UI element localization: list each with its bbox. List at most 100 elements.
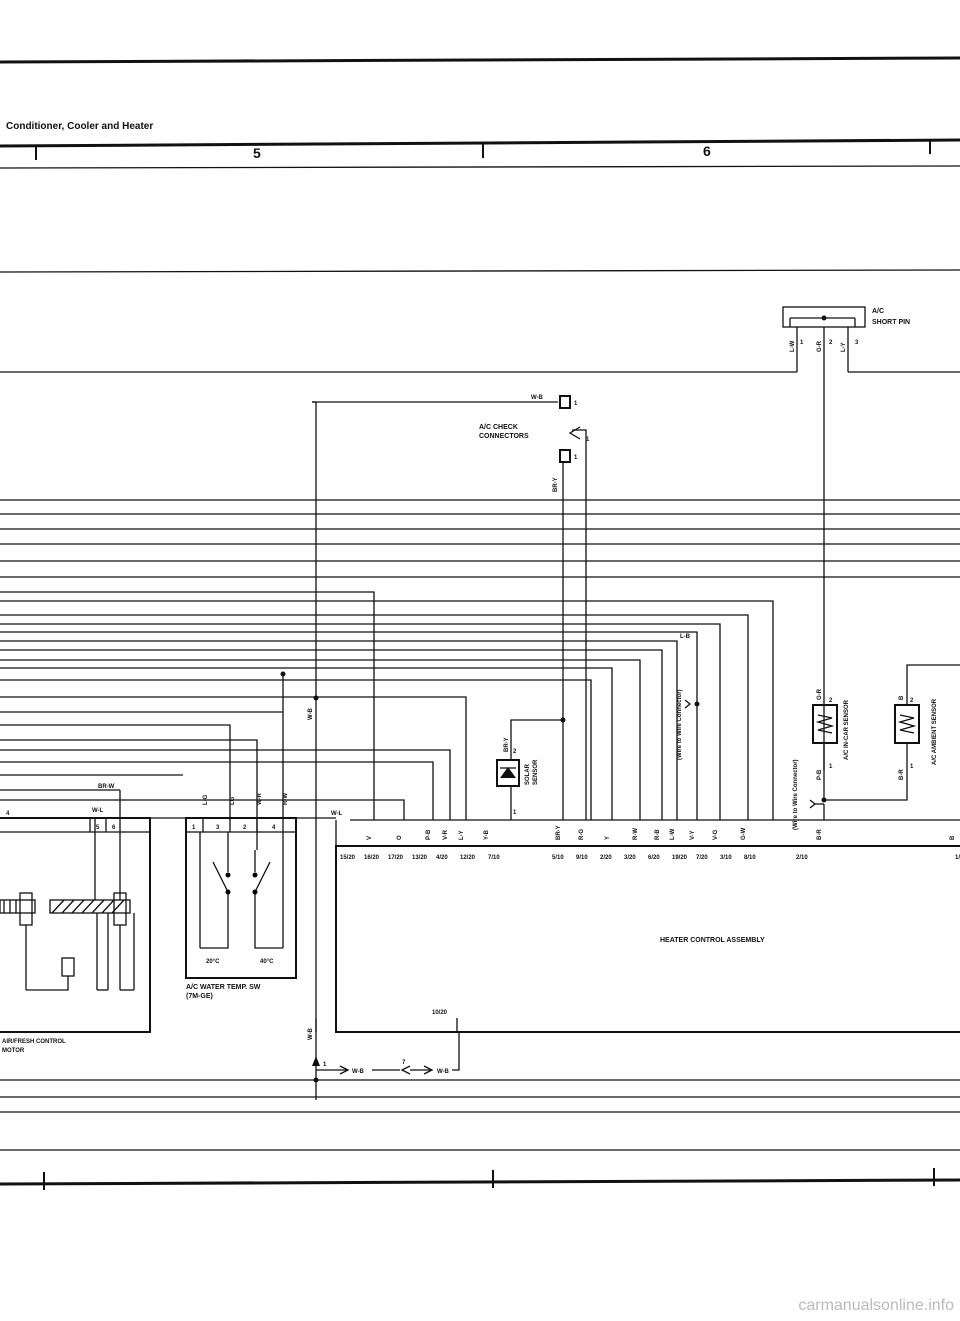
svg-text:L-G: L-G [203,794,209,805]
ac-short-pin: A/C SHORT PIN L-W G-R L-Y 1 2 3 [782,306,910,770]
svg-text:W-B: W-B [352,1069,365,1075]
ac-in-car-sensor: 2 1 G-R P-B A/C IN-CAR SENSOR (Wire to W… [793,688,850,830]
svg-text:3: 3 [855,340,859,346]
hca-wire-label: BR-Y [556,825,562,840]
watermark: carmanualsonline.info [798,1297,954,1314]
svg-text:1: 1 [910,764,914,770]
svg-text:SOLAR: SOLAR [525,763,531,785]
hca-wire-label: V-Y [690,830,696,840]
svg-text:BR-Y: BR-Y [504,737,510,752]
hca-pin-number: 4/20 [436,855,448,861]
svg-text:W-R: W-R [257,792,263,805]
svg-text:A/C AMBIENT SENSOR: A/C AMBIENT SENSOR [932,698,938,765]
svg-text:L-B: L-B [680,634,691,640]
svg-text:5: 5 [96,825,100,831]
svg-text:LG: LG [230,796,236,805]
hca-wire-label: O [397,835,403,840]
hca-wire-label: P-B [426,829,432,840]
svg-text:W-B: W-B [308,1027,314,1040]
svg-text:10/20: 10/20 [432,1010,448,1016]
svg-text:W-L: W-L [331,811,343,817]
hca-wire-label: B [950,835,956,840]
svg-text:1: 1 [586,437,590,443]
svg-text:6: 6 [112,825,116,831]
svg-text:4: 4 [272,825,276,831]
svg-text:3: 3 [216,825,220,831]
svg-text:1: 1 [574,401,578,407]
svg-text:(Wire to Wire Connector): (Wire to Wire Connector) [793,759,799,830]
hca-pin-number: 12/20 [460,855,476,861]
svg-text:A/C IN-CAR SENSOR: A/C IN-CAR SENSOR [844,699,850,760]
svg-text:1: 1 [513,810,517,816]
svg-text:P-B: P-B [817,769,823,780]
hca-wire-label: G-W [741,827,747,840]
svg-text:1: 1 [574,455,578,461]
hca-wire-label: R-W [633,828,639,840]
hca-wire-label: B-R [817,829,823,840]
svg-text:2: 2 [513,749,517,755]
svg-text:BR-W: BR-W [98,784,115,790]
svg-text:2: 2 [829,698,833,704]
svg-text:B: B [899,695,905,700]
hca-pin-number: 8/10 [744,855,756,861]
hca-wire-label: R-G [579,829,585,840]
svg-text:A/C WATER TEMP. SW: A/C WATER TEMP. SW [186,984,261,991]
hca-pin-number: 3/20 [624,855,636,861]
svg-text:CONNECTORS: CONNECTORS [479,433,529,440]
svg-text:W-B: W-B [308,707,314,720]
solar-sensor: 2 1 BR-Y SOLAR SENSOR [496,717,566,820]
hca-wire-label: Y-B [484,829,490,840]
svg-text:W-B: W-B [531,395,544,401]
svg-text:20°C: 20°C [206,959,220,965]
column-6-label: 6 [703,143,711,159]
hca-wire-label: L-Y [459,830,465,840]
ground-circuit: W-B W-B 1 W-B 7 W-B [308,401,460,1100]
air-fresh-control-motor: 4 5 6 BR-W W-L AIR/FRESH CONTROL MOTOR [0,784,151,1054]
ac-check-connectors: 1 W-B 1 A/C CHECK CONNECTORS 1 BR-Y [312,395,590,820]
svg-text:1: 1 [192,825,196,831]
hca-pin-number: 17/20 [388,855,404,861]
hca-pin-number: 13/20 [412,855,428,861]
hca-pin-number: 2/10 [796,855,808,861]
hca-pin-number: 7/10 [488,855,500,861]
hca-wire-label: R-B [655,829,661,840]
svg-text:4: 4 [6,811,10,817]
svg-text:1: 1 [323,1062,327,1068]
svg-text:L-W: L-W [790,340,796,352]
svg-text:40°C: 40°C [260,959,274,965]
svg-text:1: 1 [800,340,804,346]
hca-pin-number: 9/10 [576,855,588,861]
svg-text:(7M-GE): (7M-GE) [186,993,213,1000]
hca-pin-number: 2/20 [600,855,612,861]
svg-text:L-Y: L-Y [841,342,847,352]
hca-pin-number: 15/20 [340,855,356,861]
svg-text:W-B: W-B [437,1069,450,1075]
hca-pin-number: 7/20 [696,855,708,861]
column-5-label: 5 [253,145,261,161]
svg-text:MOTOR: MOTOR [2,1048,25,1054]
heater-control-assembly: W-L HEATER CONTROL ASSEMBLY 10/20 V O P-B V… [150,811,960,1033]
wire-to-wire-connector: L-B (Wire to Wire Connector) [677,634,700,820]
hca-wire-label: V [367,836,373,840]
hca-pin-number: 3/10 [720,855,732,861]
svg-text:A/C CHECK: A/C CHECK [479,424,518,431]
svg-text:2: 2 [829,340,833,346]
svg-text:SHORT PIN: SHORT PIN [872,319,910,326]
svg-text:1: 1 [829,764,833,770]
svg-text:7: 7 [402,1060,406,1066]
hca-wire-label: L-W [670,828,676,840]
hca-wire-label: V-R [443,829,449,840]
svg-text:(Wire to Wire Connector): (Wire to Wire Connector) [677,689,683,760]
ac-ambient-sensor: 2 1 B B-R A/C AMBIENT SENSOR [821,664,960,803]
hca-wire-label: V-G [713,829,719,840]
svg-text:G-R: G-R [817,688,823,700]
svg-text:AIR/FRESH CONTROL: AIR/FRESH CONTROL [2,1039,66,1045]
svg-text:SENSOR: SENSOR [533,759,539,785]
svg-text:W-L: W-L [92,808,104,814]
svg-text:HEATER CONTROL ASSEMBLY: HEATER CONTROL ASSEMBLY [660,937,765,944]
hca-pin-number: 5/10 [552,855,564,861]
hca-wire-label: Y [605,836,611,840]
svg-text:G-R: G-R [817,340,823,352]
hca-pin-number: 16/20 [364,855,380,861]
